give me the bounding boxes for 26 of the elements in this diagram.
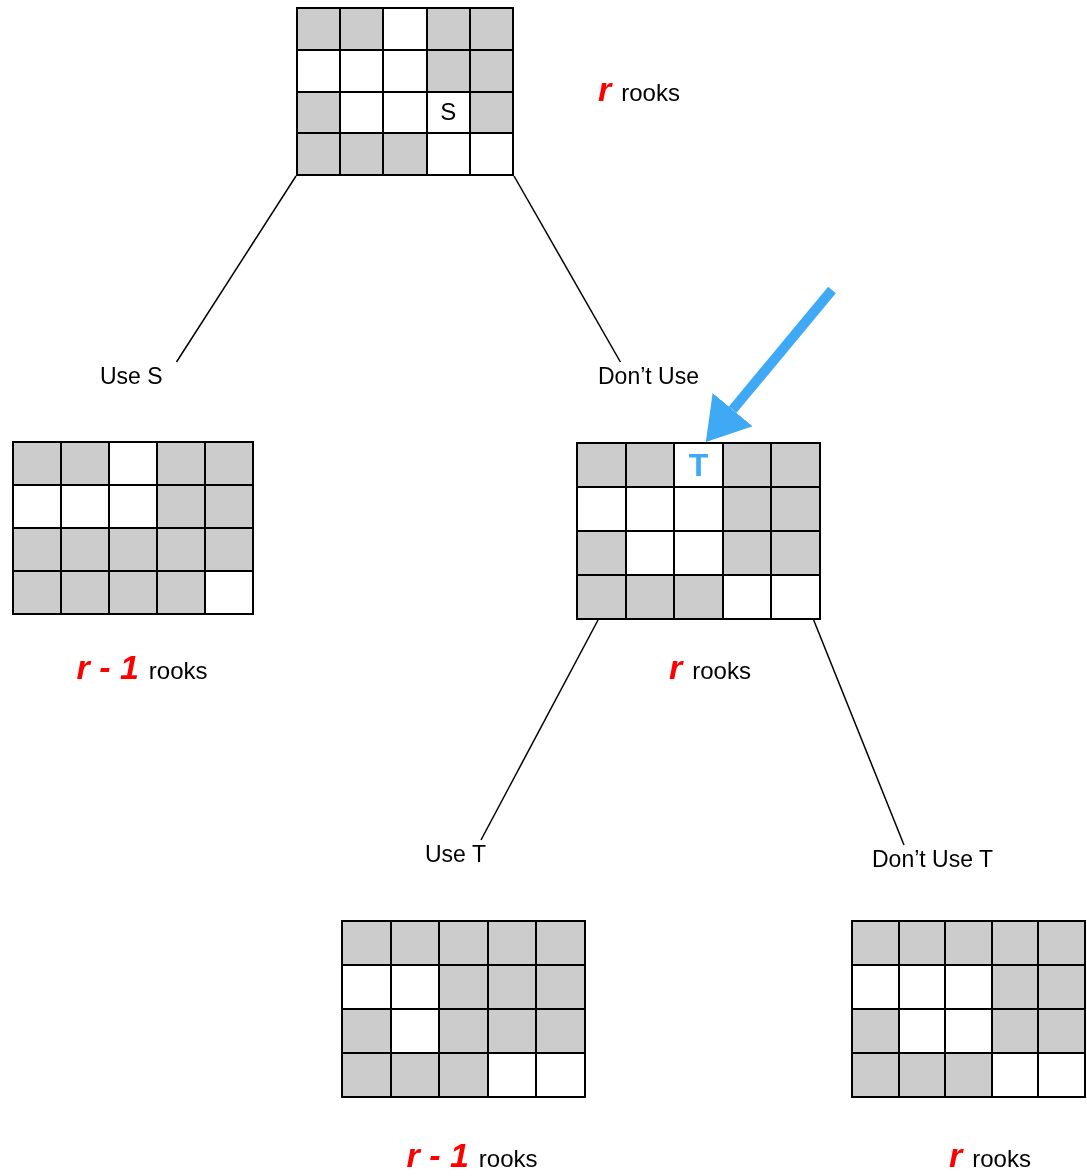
rook-count-expression: r - 1 bbox=[76, 647, 139, 688]
connector-line bbox=[812, 619, 905, 846]
board-grid bbox=[12, 441, 254, 615]
rook-count-expression: r bbox=[949, 1135, 963, 1176]
branch-label: Don’t Use bbox=[598, 362, 710, 390]
rook-count-expression: r - 1 bbox=[406, 1135, 469, 1176]
arrow bbox=[705, 286, 836, 442]
rook-count-label: rooks bbox=[972, 1144, 1031, 1174]
branch-label: Don’t Use T bbox=[872, 845, 1032, 873]
square-letter: T bbox=[688, 449, 709, 481]
connector-line bbox=[175, 175, 297, 363]
rook-count-expression: r bbox=[669, 647, 683, 688]
square-letter: S bbox=[440, 100, 457, 125]
connector-line bbox=[513, 175, 622, 363]
rook-count-label: rooks bbox=[148, 656, 208, 686]
connector-line bbox=[480, 619, 599, 841]
rook-count-expression: r bbox=[598, 69, 612, 110]
board-grid bbox=[576, 442, 821, 620]
rook-count-label: rooks bbox=[692, 656, 751, 686]
rook-count-label: rooks bbox=[621, 78, 680, 108]
board-grid bbox=[851, 920, 1086, 1098]
rook-count-label: rooks bbox=[478, 1144, 538, 1174]
board-grid bbox=[296, 7, 514, 176]
branch-label: Use T bbox=[425, 840, 505, 868]
board-grid bbox=[341, 920, 586, 1098]
branch-label: Use S bbox=[100, 362, 190, 390]
